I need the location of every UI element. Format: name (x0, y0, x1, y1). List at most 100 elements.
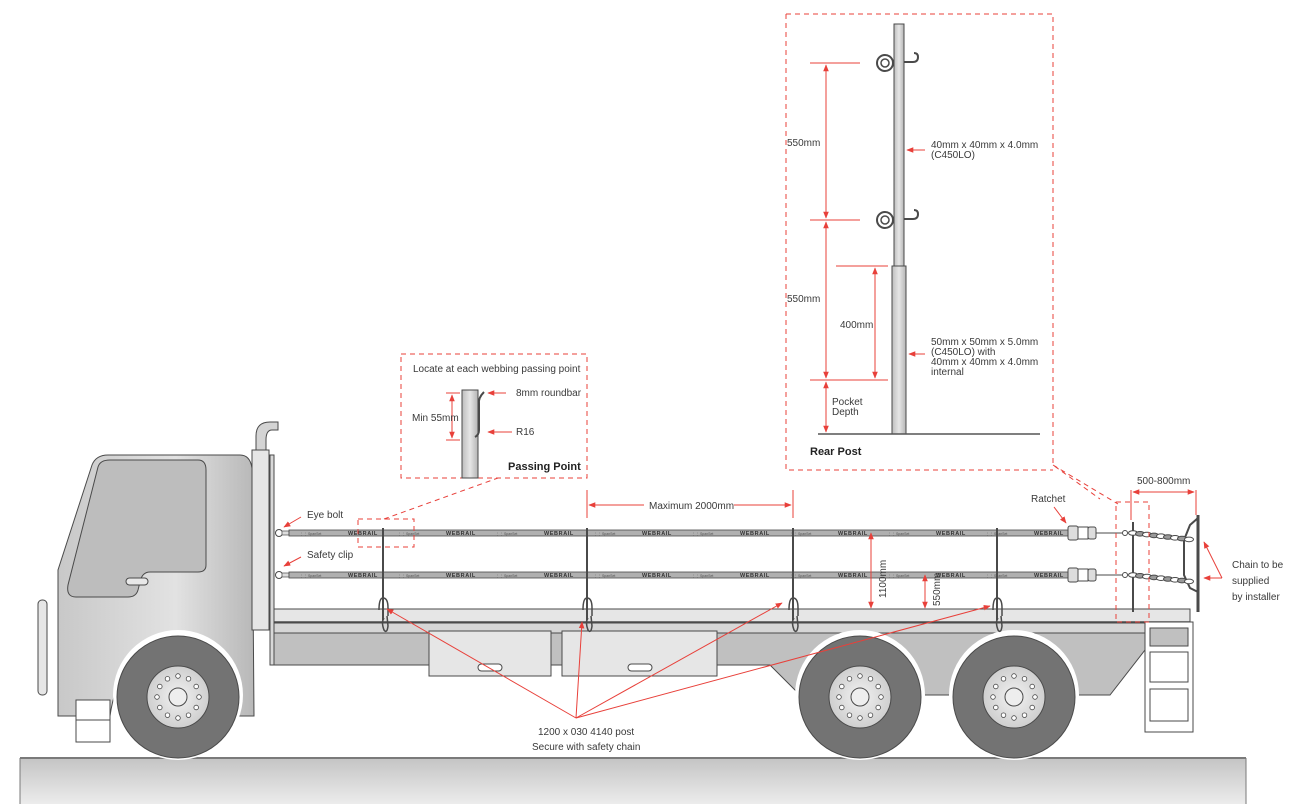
ratchet-label: Ratchet (1031, 494, 1066, 505)
strap-sub-brand: ⋮⋮ SpanSet (496, 532, 517, 536)
eye-bolt-shank (281, 572, 290, 578)
ratchet-ring (1122, 530, 1128, 536)
height-top-label: 1100mm (878, 560, 889, 598)
lower-spec-3: 40mm x 40mm x 4.0mm (931, 357, 1038, 368)
strap-sub-brand: ⋮⋮ SpanSet (692, 574, 713, 578)
max-spacing-label: Maximum 2000mm (649, 501, 734, 512)
strap-brand: WEBRAIL (544, 573, 574, 579)
eye-bolt-shank (281, 530, 290, 536)
wheel-nut (1029, 704, 1035, 711)
strap-brand: WEBRAIL (838, 573, 868, 579)
wheel-nut (185, 676, 192, 682)
ground (19, 757, 1247, 804)
ratchet-buckle-icon (1067, 525, 1079, 541)
passing-point-min: Min 55mm (412, 413, 459, 424)
ratchet-top (1067, 525, 1194, 543)
rear-post-dim-upper: 550mm (787, 138, 820, 149)
stanchion-post (992, 528, 1003, 633)
toolbox-rear (561, 630, 718, 677)
strap-brand: WEBRAIL (348, 531, 378, 537)
pocket-depth-1: Pocket (832, 397, 863, 408)
wheel-nut (846, 712, 853, 718)
safety-clip-icon (378, 597, 389, 616)
wheel-nut (193, 683, 199, 690)
lower-spec-2: (C450LO) with (931, 347, 995, 358)
strap-sub-brand: ⋮⋮ SpanSet (790, 532, 811, 536)
eye-bolt-icon (275, 529, 290, 537)
strap-sub-brand: ⋮⋮ SpanSet (300, 532, 321, 536)
safety-chain-icon (995, 615, 1003, 633)
ratchet-body (1077, 568, 1089, 582)
stanchion-post (378, 528, 389, 633)
lower-spec-1: 50mm x 50mm x 5.0mm (931, 337, 1038, 348)
chain-link (1184, 578, 1194, 585)
rear-gap-label: 500-800mm (1137, 476, 1190, 487)
wheel-nut (875, 683, 881, 690)
strap-brand: WEBRAIL (838, 531, 868, 537)
strap-brand: WEBRAIL (936, 531, 966, 537)
strap-sub-brand: ⋮⋮ SpanSet (888, 532, 909, 536)
webbing-strap-middle: ⋮⋮ SpanSet WEBRAIL ⋮⋮ SpanSet WEBRAIL ⋮⋮ Spa… (275, 571, 1070, 579)
height-mid-label: 550mm (932, 573, 943, 606)
chain-label-2: supplied (1232, 576, 1269, 587)
post-label-2: Secure with safety chain (532, 742, 640, 753)
strap-sub-brand: ⋮⋮ SpanSet (888, 574, 909, 578)
rear-ladder (1144, 621, 1194, 733)
wheel-nut (164, 712, 171, 718)
ratchet-body (1077, 526, 1089, 540)
wheel-nut (846, 676, 853, 682)
rear-frame (1132, 515, 1200, 612)
toolbox-front (428, 630, 552, 677)
rear-post-dim-sleeve: 400mm (840, 320, 873, 331)
strap-sub-brand: ⋮⋮ SpanSet (496, 574, 517, 578)
chain-link (1184, 536, 1194, 543)
safety-chain-icon (585, 615, 593, 633)
ratchet-middle (1067, 567, 1194, 585)
passing-point-roundbar: 8mm roundbar (516, 388, 582, 399)
strap-brand: WEBRAIL (642, 531, 672, 537)
strap-sub-brand: ⋮⋮ SpanSet (300, 574, 321, 578)
wheel-icon (949, 630, 1079, 760)
stanchion-post (582, 528, 593, 633)
wheel-nut (185, 712, 192, 718)
upper-spec-1: 40mm x 40mm x 4.0mm (931, 140, 1038, 151)
chain-label-3: by installer (1232, 592, 1280, 603)
ratchet-handle (1087, 526, 1097, 540)
wheel-nut (1021, 676, 1028, 682)
wheel-nut (857, 715, 863, 721)
wheel-nut (154, 694, 160, 700)
text-labels: 550mm 550mm 400mm 40mm x 40mm x 4.0mm (C… (307, 138, 1284, 753)
chain-icon (1128, 530, 1194, 543)
eye-bolt-icon (275, 571, 290, 579)
ratchet-buckle-icon (1067, 567, 1079, 583)
strap-brand: WEBRAIL (1034, 531, 1064, 537)
chain-label-1: Chain to be (1232, 560, 1284, 571)
annotations (283, 13, 1223, 719)
wheel-nut (867, 676, 874, 682)
passing-point-radius: R16 (516, 427, 535, 438)
post-label-1: 1200 x 030 4140 post (538, 727, 634, 738)
strap-brand: WEBRAIL (740, 573, 770, 579)
wheel-nut (839, 704, 845, 711)
strap-brand: WEBRAIL (446, 573, 476, 579)
wheel-nut (857, 673, 863, 679)
strap-brand: WEBRAIL (936, 573, 966, 579)
wheel-nut (993, 704, 999, 711)
wheel-nut (839, 683, 845, 690)
wheel-nut (1032, 694, 1038, 700)
wheel-nut (157, 683, 163, 690)
wheel-nut (867, 712, 874, 718)
safety-clip-label: Safety clip (307, 550, 354, 561)
wheel-nut (836, 694, 842, 700)
wheel-nut (196, 694, 202, 700)
strap-sub-brand: ⋮⋮ SpanSet (398, 532, 419, 536)
wheel-nut (875, 704, 881, 711)
wheel-nut (1000, 676, 1007, 682)
wheel-nut (164, 676, 171, 682)
wheel-icon (795, 630, 925, 760)
wheel-icon (113, 630, 243, 760)
rear-post-heading: Rear Post (810, 446, 862, 458)
passing-point-heading: Passing Point (508, 461, 581, 473)
strap-sub-brand: ⋮⋮ SpanSet (594, 574, 615, 578)
wheel-nut (1021, 712, 1028, 718)
